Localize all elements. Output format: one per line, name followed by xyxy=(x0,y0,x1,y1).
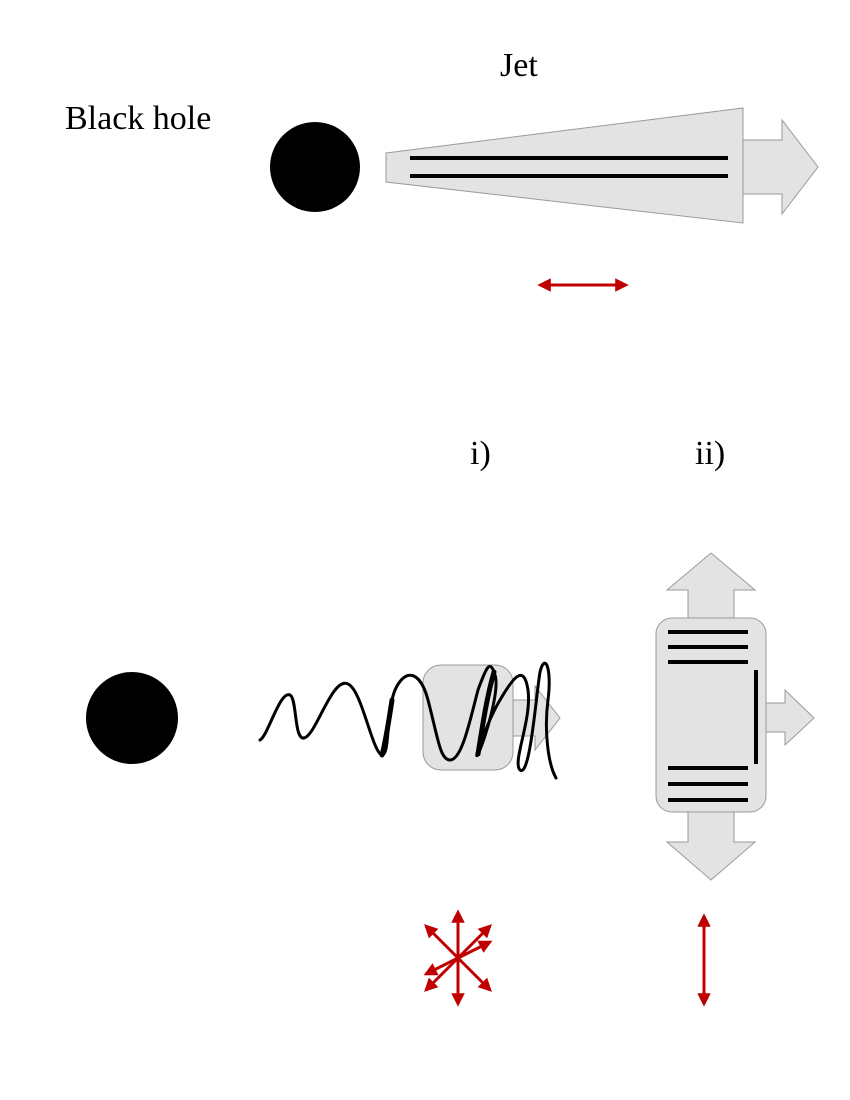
black-hole-label: Black hole xyxy=(65,100,211,137)
tangled-field-thick-stroke xyxy=(475,669,497,757)
jet-cone xyxy=(385,107,744,224)
case-i-label: i) xyxy=(470,435,491,472)
polarization-random-icon xyxy=(423,909,493,1007)
black-hole-bottom xyxy=(86,672,178,764)
blob-up-arrow xyxy=(665,552,757,626)
blob-body xyxy=(422,664,514,771)
tangled-field-thick-stroke xyxy=(379,697,395,758)
blob-case-ii xyxy=(655,552,815,881)
blob-down-arrow xyxy=(665,804,757,881)
jet-label: Jet xyxy=(500,47,538,84)
jet-top xyxy=(385,107,819,224)
black-hole-top xyxy=(270,122,360,212)
case-ii-label: ii) xyxy=(695,435,725,472)
tangled-field-line xyxy=(258,661,558,780)
blob-compressed-body xyxy=(655,617,767,813)
blob-case-i xyxy=(258,661,561,780)
